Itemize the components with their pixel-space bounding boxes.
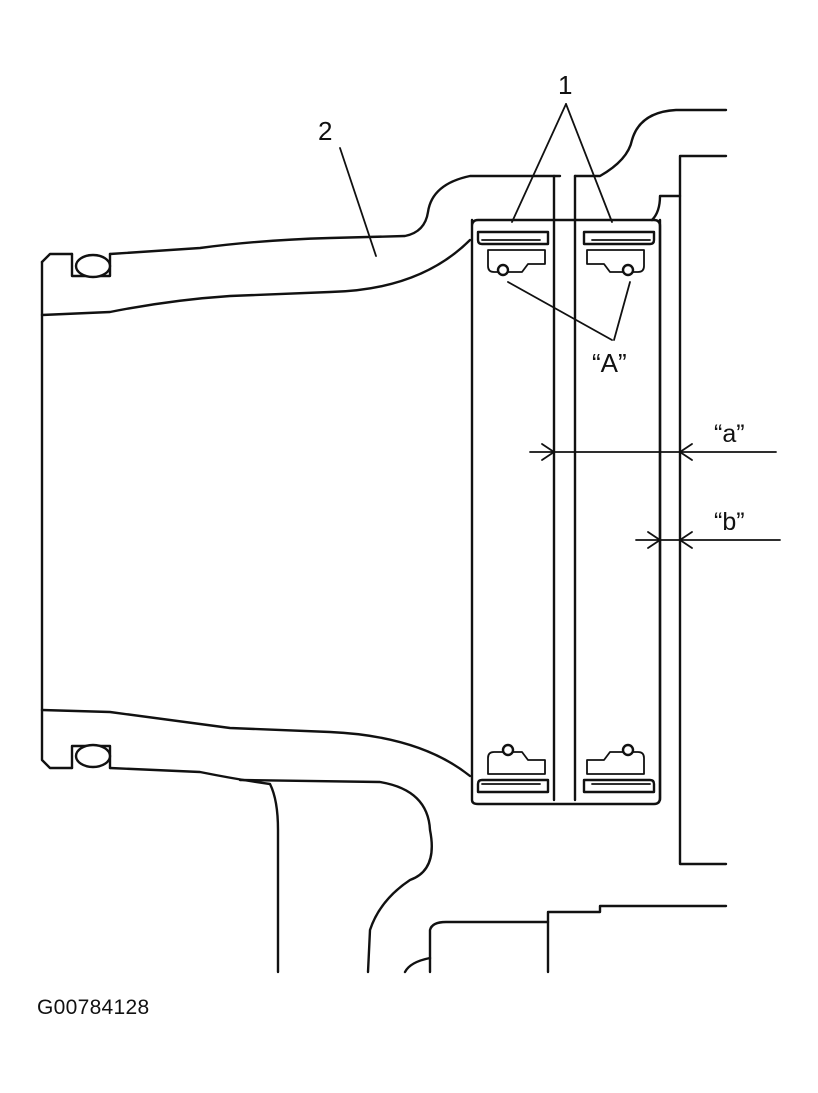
seal-lower-right	[582, 743, 656, 794]
seal-upper-left	[476, 230, 550, 277]
callout-a-detail-label: “A”	[592, 348, 627, 378]
callout-2-label: 2	[318, 116, 332, 146]
dimension-b	[635, 531, 781, 549]
callout-1-label: 1	[558, 70, 572, 100]
seal-lower-left	[476, 743, 550, 794]
seal-bore	[470, 174, 662, 806]
seal-upper-right	[582, 230, 656, 277]
dimension-a-label: “a”	[714, 420, 745, 448]
dimension-a	[529, 443, 777, 461]
figure-id: G00784128	[37, 996, 150, 1019]
callout-leaders	[339, 103, 631, 341]
dimension-b-label: “b”	[714, 508, 745, 536]
